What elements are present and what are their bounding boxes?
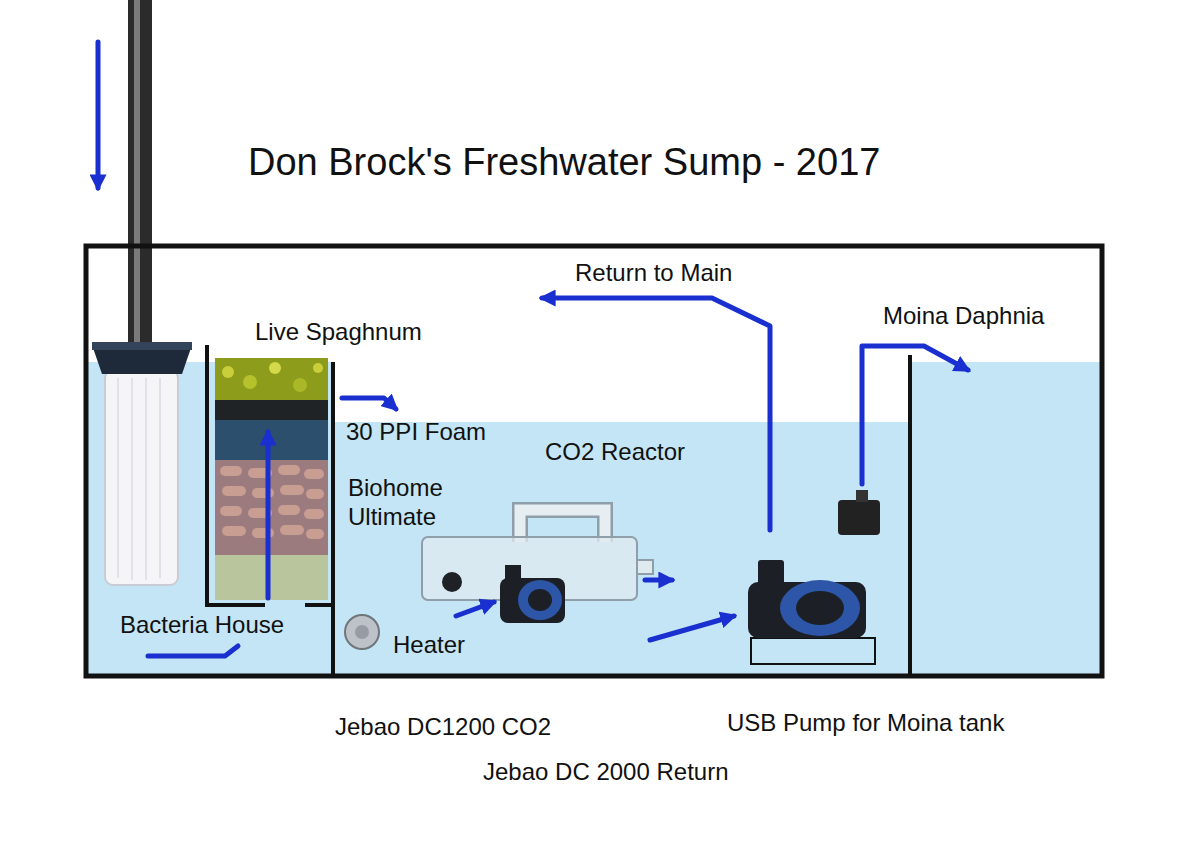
return-pump	[751, 638, 875, 664]
filter-media	[278, 505, 300, 515]
filter-media	[252, 488, 274, 498]
co2-reactor	[500, 578, 565, 623]
filter-sock	[145, 378, 147, 580]
usb-pump	[838, 500, 880, 535]
filter-media	[280, 525, 304, 535]
filter-sock	[134, 0, 140, 348]
flow-arrow	[650, 616, 734, 640]
filter-media	[220, 506, 242, 516]
sump-walls	[86, 246, 1102, 677]
flow-arrow	[342, 398, 396, 409]
co2-reactor	[637, 560, 653, 574]
flow-arrow	[542, 298, 770, 530]
flow-arrow	[98, 42, 968, 656]
filter-media	[220, 466, 242, 476]
co2-reactor	[505, 565, 521, 581]
filter-media	[215, 555, 328, 600]
filter-sock	[117, 378, 119, 578]
media-label: 30 PPI Foam	[346, 418, 486, 447]
filter-media	[293, 378, 307, 392]
media-label: Live Spaghnum	[255, 318, 422, 347]
sump-walls	[305, 603, 333, 607]
filter-media	[306, 529, 324, 539]
part-label: Jebao DC 2000 Return	[483, 758, 728, 787]
sump-walls	[86, 246, 1102, 676]
filter-media	[269, 362, 281, 374]
filter-sock	[92, 0, 192, 585]
filter-media	[215, 460, 328, 555]
heater	[355, 625, 369, 639]
flow-arrow	[96, 42, 101, 188]
flow-arrow	[645, 578, 672, 583]
water	[335, 422, 908, 675]
flow-arrow	[456, 602, 494, 616]
co2-reactor	[442, 572, 462, 592]
co2-reactor	[518, 580, 562, 620]
filter-sock	[128, 0, 152, 348]
return-pump	[748, 560, 875, 664]
tank-label: Moina Daphnia	[883, 302, 1044, 331]
flow-arrow	[862, 346, 968, 484]
flow-arrow	[148, 646, 238, 656]
water	[87, 362, 1101, 675]
filter-media	[222, 526, 246, 536]
part-label: Bacteria House	[120, 611, 284, 640]
filter-sock	[105, 370, 178, 585]
return-pump	[796, 591, 844, 625]
co2-reactor	[528, 589, 552, 611]
filter-media	[278, 465, 300, 475]
part-label: Jebao DC1200 CO2	[335, 713, 551, 742]
part-label: USB Pump for Moina tank	[727, 709, 1004, 738]
filter-media	[313, 363, 323, 373]
filter-media	[215, 358, 328, 400]
filter-media	[252, 528, 274, 538]
part-label: CO2 Reactor	[545, 438, 685, 467]
filter-media	[304, 469, 324, 479]
filter-media	[306, 489, 324, 499]
part-label: Heater	[393, 631, 465, 660]
sump-walls	[331, 362, 335, 677]
filter-sock	[92, 342, 192, 350]
usb-pump	[856, 490, 868, 502]
flow-arrow	[266, 432, 271, 598]
diagram-title: Don Brock's Freshwater Sump - 2017	[248, 140, 880, 186]
water	[912, 362, 1101, 675]
return-pump	[780, 580, 860, 636]
sump-walls	[908, 355, 912, 677]
filter-media	[243, 375, 257, 389]
co2-reactor	[422, 510, 653, 623]
filter-media	[220, 465, 324, 539]
filter-sock	[159, 378, 161, 578]
filter-media	[304, 509, 324, 519]
filter-sock	[131, 378, 133, 580]
return-pump	[758, 560, 784, 588]
usb-pump	[838, 490, 880, 535]
filter-media	[222, 366, 234, 378]
sump-walls	[207, 345, 265, 605]
heater	[345, 615, 379, 649]
filter-media	[215, 358, 328, 600]
filter-media	[215, 420, 328, 460]
filter-media	[222, 486, 246, 496]
flow-label: Return to Main	[575, 259, 732, 288]
media-label: Biohome Ultimate	[348, 474, 473, 532]
heater	[345, 615, 379, 649]
filter-media	[280, 485, 304, 495]
filter-media	[215, 400, 328, 420]
